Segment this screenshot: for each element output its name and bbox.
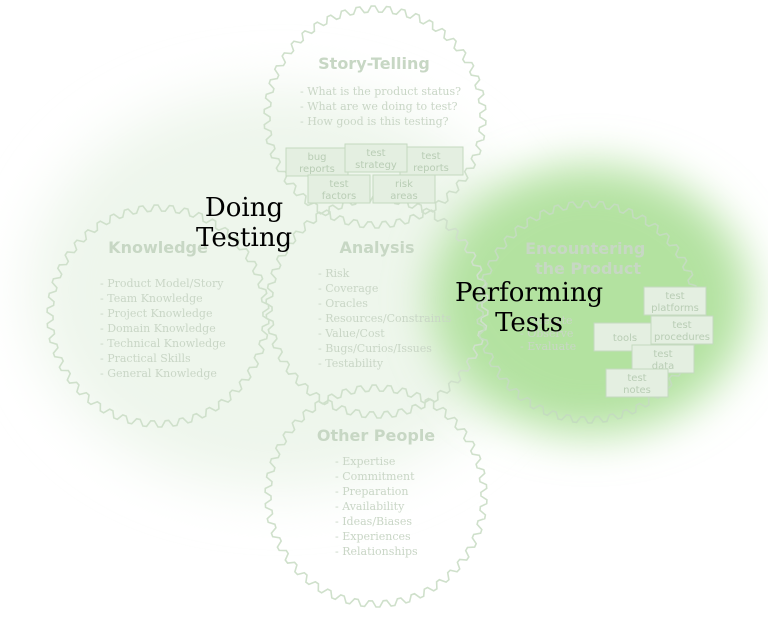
encountering-items: - Operate - Observe - Evaluate xyxy=(520,314,577,353)
story-telling-title: Story-Telling xyxy=(318,54,430,73)
analysis-items: - Risk - Coverage - Oracles - Resources/… xyxy=(318,267,455,370)
performing-tests-line-1: Performing xyxy=(455,278,604,308)
gear-analysis: Analysis - Risk - Coverage - Oracles - R… xyxy=(265,195,489,419)
gear-knowledge: Knowledge - Product Model/Story - Team K… xyxy=(46,204,270,428)
analysis-title: Analysis xyxy=(339,238,414,257)
doing-testing-line-2: Testing xyxy=(196,223,293,253)
gear-other-people: Other People - Expertise - Commitment - … xyxy=(264,384,488,608)
doing-testing-line-1: Doing xyxy=(204,193,284,223)
other-people-title: Other People xyxy=(317,426,435,445)
encountering-title: Encountering the Product xyxy=(525,239,651,278)
svg-text:tools: tools xyxy=(613,333,637,344)
gear-encountering-the-product: Encountering the Product - Operate - Obs… xyxy=(476,200,700,424)
knowledge-items: - Product Model/Story - Team Knowledge -… xyxy=(100,277,229,380)
performing-tests-label: Performing Tests xyxy=(455,278,603,338)
story-telling-items: - What is the product status? - What are… xyxy=(300,85,465,128)
doing-testing-label: Doing Testing xyxy=(196,193,292,253)
performing-tests-line-2: Tests xyxy=(495,308,563,338)
other-people-items: - Expertise - Commitment - Preparation -… xyxy=(335,455,418,558)
knowledge-title: Knowledge xyxy=(108,238,208,257)
gear-story-telling: Story-Telling - What is the product stat… xyxy=(263,5,487,229)
